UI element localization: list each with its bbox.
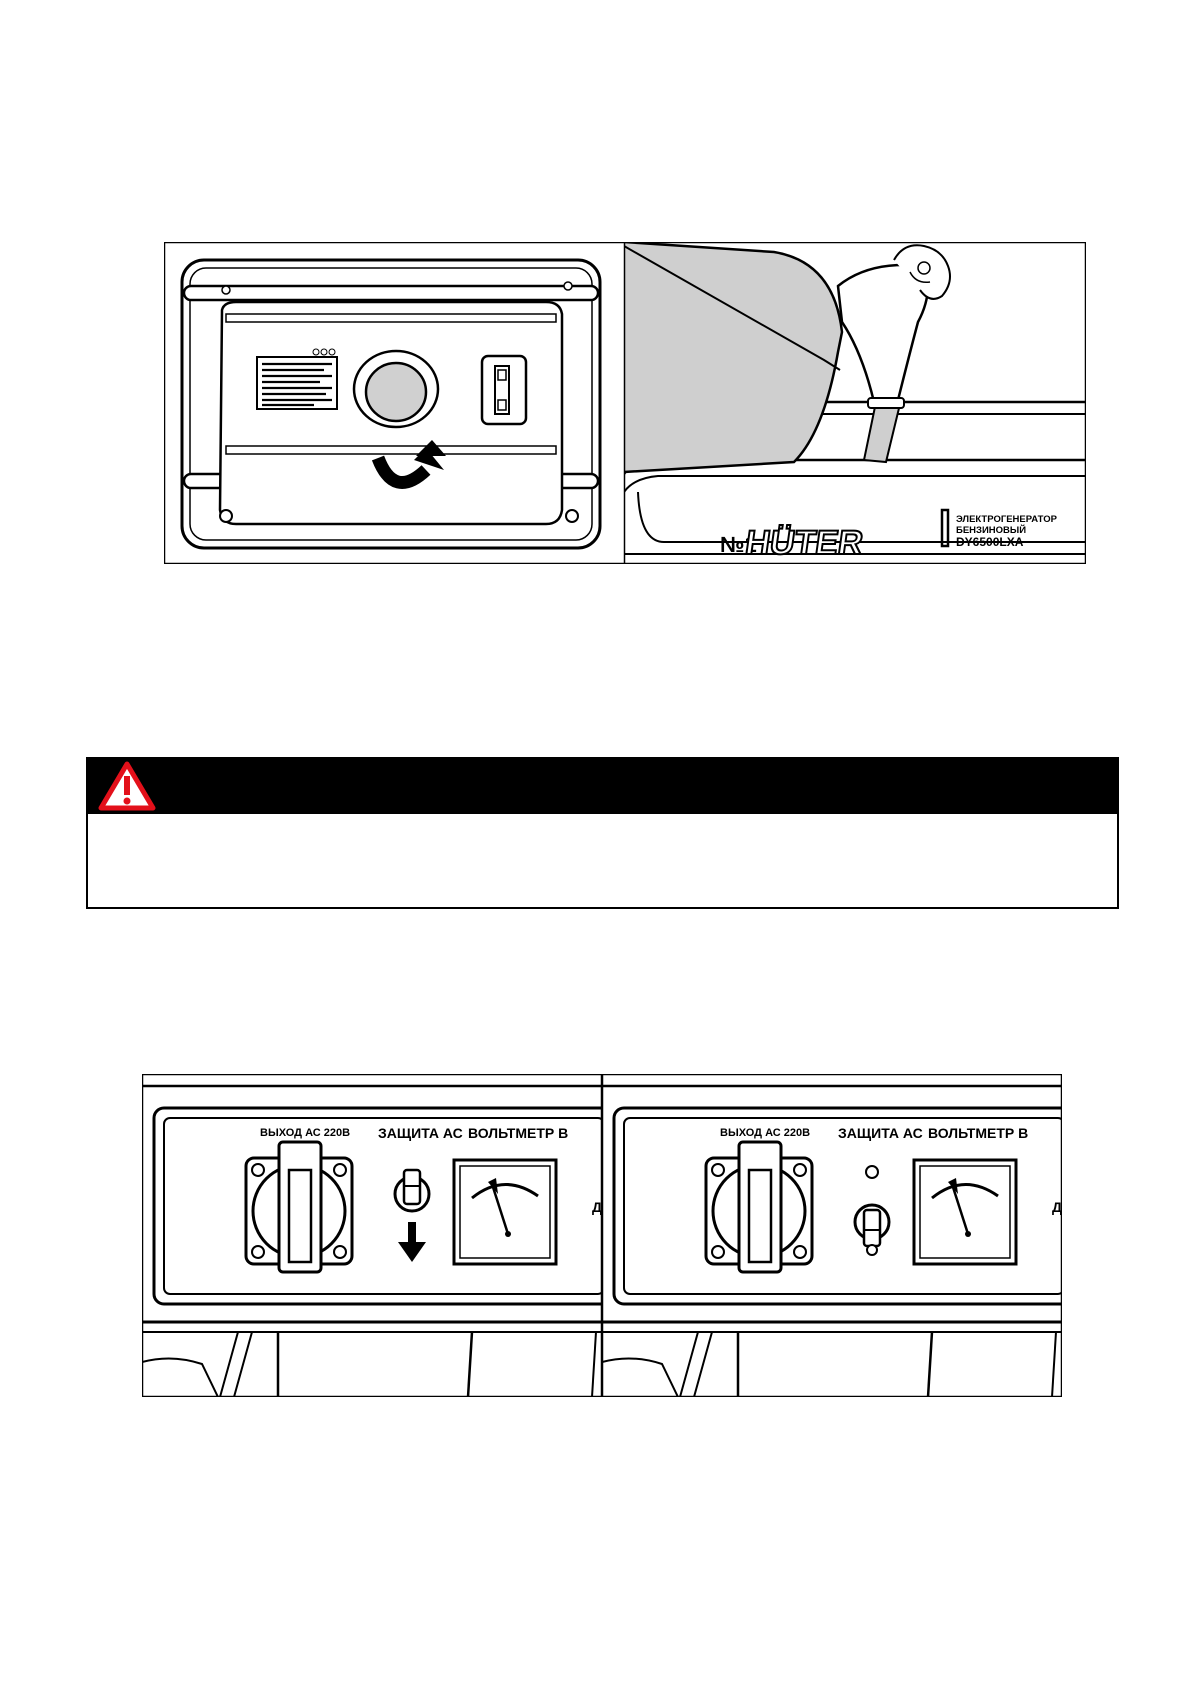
control-panel-illustration-a: ВЫХОД АС 220В ЗАЩИТА АС ВОЛЬТМЕТР В Д — [142, 1074, 602, 1397]
warning-triangle-icon — [98, 761, 156, 811]
label-voltmeter: ВОЛЬТМЕТР В — [468, 1125, 568, 1141]
figure-refueling: №1 HÜTER ЭЛЕКТРОГЕНЕРАТОР БЕНЗИНОВЫЙ DY6… — [624, 242, 1086, 564]
model-number-label: №1 — [720, 532, 757, 557]
figure-fuel-cap-removal — [164, 242, 625, 564]
nameplate-model: DY6500LXA — [956, 535, 1024, 549]
warning-header — [88, 759, 1117, 814]
control-panel-illustration-b: ВЫХОД АС 220В ЗАЩИТА АС ВОЛЬТМЕТР В Д — [602, 1074, 1062, 1397]
refueling-illustration: №1 HÜTER ЭЛЕКТРОГЕНЕРАТОР БЕНЗИНОВЫЙ DY6… — [624, 242, 1086, 564]
label-voltmeter-b: ВОЛЬТМЕТР В — [928, 1125, 1028, 1141]
label-cut-left-a: Д — [592, 1199, 602, 1215]
warning-box — [86, 757, 1119, 909]
nameplate-line2: БЕНЗИНОВЫЙ — [956, 524, 1026, 536]
label-output-ac: ВЫХОД АС 220В — [260, 1127, 350, 1139]
brand-logo: HÜTER — [743, 523, 866, 562]
fuel-cap-illustration — [164, 242, 625, 564]
label-ac-protection: ЗАЩИТА АС — [378, 1125, 463, 1141]
figure-panel-breaker-off: ВЫХОД АС 220В ЗАЩИТА АС ВОЛЬТМЕТР В Д — [142, 1074, 602, 1397]
figure-panel-breaker-on: ВЫХОД АС 220В ЗАЩИТА АС ВОЛЬТМЕТР В Д — [602, 1074, 1062, 1397]
label-cut-left-b: Д — [1052, 1199, 1062, 1215]
nameplate-line1: ЭЛЕКТРОГЕНЕРАТОР — [956, 514, 1058, 525]
label-ac-protection-b: ЗАЩИТА АС — [838, 1125, 923, 1141]
label-output-ac-b: ВЫХОД АС 220В — [720, 1127, 810, 1139]
